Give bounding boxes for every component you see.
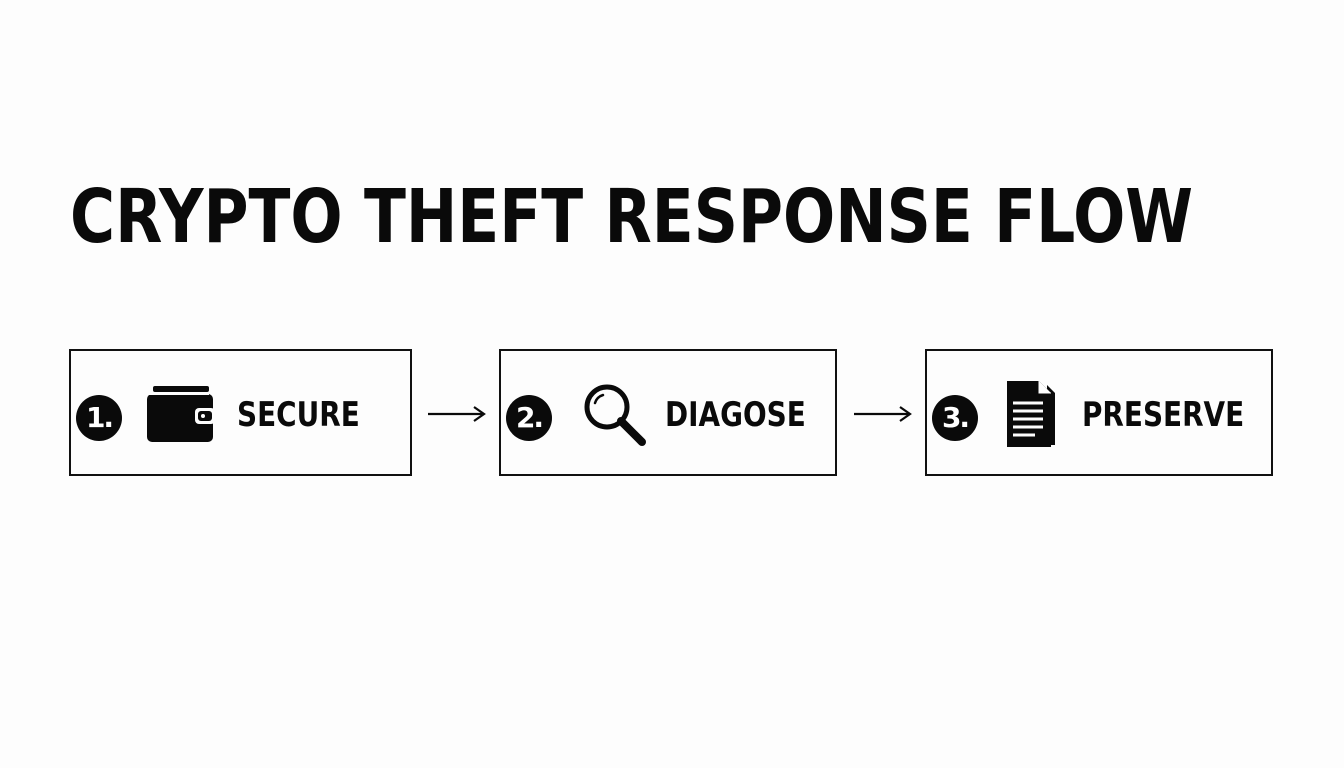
step-2-number-badge: 2. (506, 395, 552, 441)
step-1-label: SECURE (237, 395, 360, 435)
step-3-label: PRESERVE (1082, 395, 1245, 435)
step-2-box: 2. DIAGOSE (499, 349, 837, 476)
wallet-icon (145, 384, 217, 450)
step-3-number-badge: 3. (932, 395, 978, 441)
step-1-number-badge: 1. (76, 395, 122, 441)
step-1-box: 1. SECURE (69, 349, 412, 476)
magnifying-glass-icon (581, 381, 649, 453)
right-arrow-icon (852, 402, 914, 430)
step-3-box: 3. PRESERVE (925, 349, 1273, 476)
step-2-label: DIAGOSE (665, 395, 806, 435)
document-icon (1005, 379, 1063, 453)
diagram-title: CRYPTO THEFT RESPONSE FLOW (70, 174, 1194, 260)
right-arrow-icon (426, 402, 488, 430)
